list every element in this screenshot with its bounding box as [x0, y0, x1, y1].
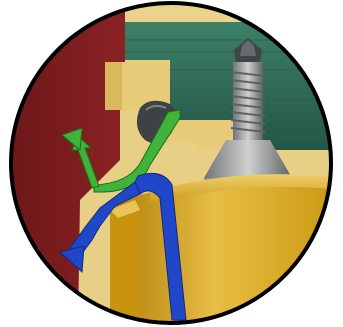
gold-lip: [110, 200, 140, 327]
tan-step-shade: [105, 62, 122, 110]
gold-cylinder: [110, 178, 343, 327]
